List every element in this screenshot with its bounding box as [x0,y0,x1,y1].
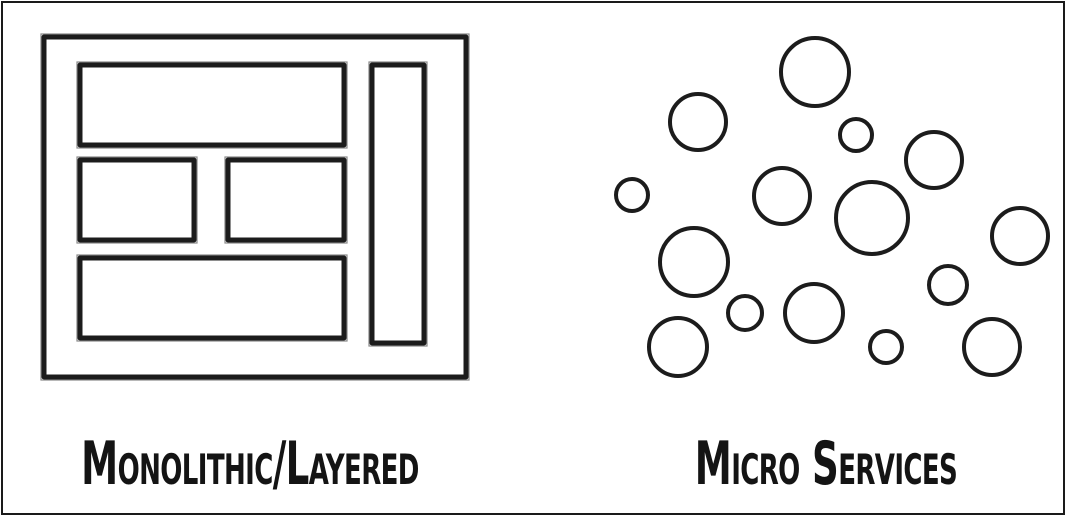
service-bubble [647,316,709,378]
microservices-caption: Micro Services [694,429,958,499]
monolith-diagram [40,33,470,381]
service-bubble [868,329,904,365]
layer-bottom-block [76,254,348,342]
service-bubble [990,206,1050,266]
layer-top-block [76,61,348,149]
service-bubble [614,177,650,213]
service-bubble [726,294,764,332]
service-bubble [752,166,812,226]
microservices-diagram [614,36,1050,378]
monolithic-caption: Monolithic/Layered [81,429,419,499]
service-bubble [668,92,728,152]
service-bubble [962,317,1022,377]
layer-side-column [368,61,428,347]
service-bubble [783,282,845,344]
layer-middle-right-block [224,156,348,244]
service-bubble [658,226,730,298]
layer-middle-left-block [76,156,198,244]
service-bubble [927,264,969,306]
service-bubble [779,36,851,108]
service-bubble [838,117,874,153]
monolith-outer-frame [40,33,470,381]
service-bubble [904,130,964,190]
service-bubble [834,180,910,256]
